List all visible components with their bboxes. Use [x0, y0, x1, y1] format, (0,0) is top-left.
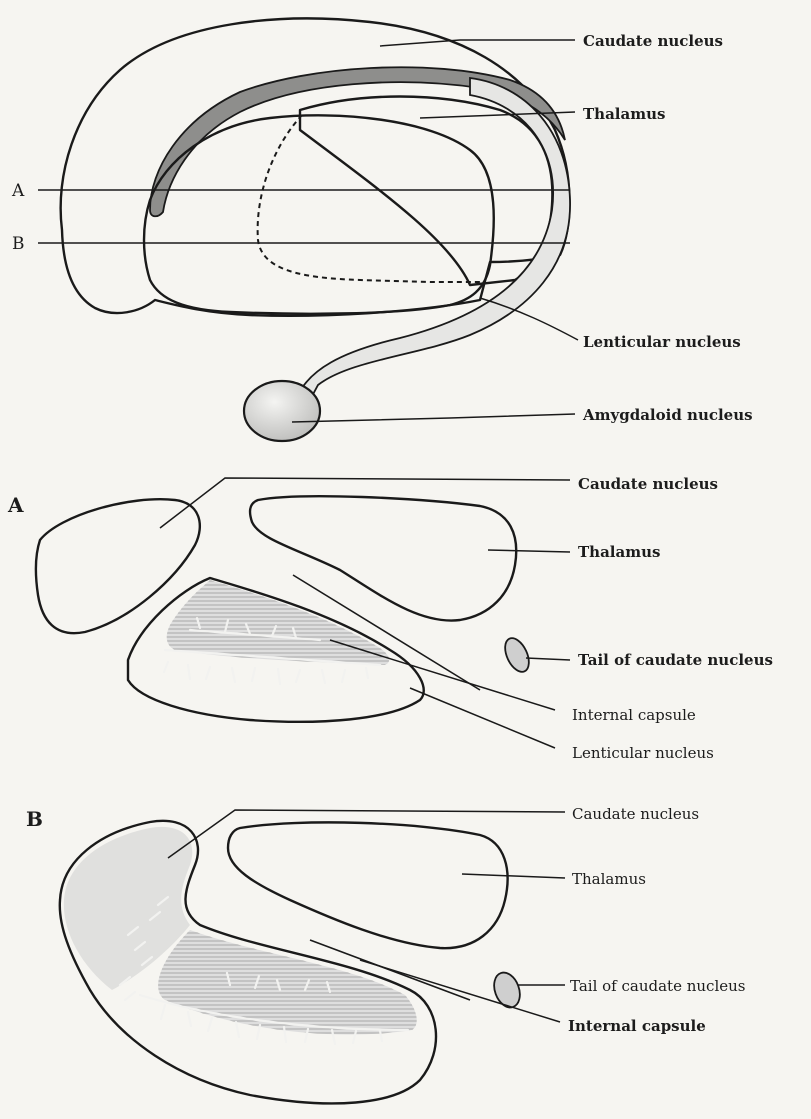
- a-tail-label: Tail of caudate nucleus: [578, 651, 773, 669]
- amygdaloid-shape: [244, 381, 320, 441]
- caudate-body-shape: [61, 18, 570, 315]
- leader-top-amygdaloid: [292, 414, 575, 422]
- section-marker-b: B: [12, 234, 25, 254]
- top-amygdaloid-label: Amygdaloid nucleus: [582, 406, 753, 424]
- section-a-caudate: [36, 499, 200, 633]
- section-b: B Caudate nucleus Thalamus Tail of cauda…: [26, 805, 745, 1103]
- top-lenticular-label: Lenticular nucleus: [583, 333, 741, 351]
- b-tail-label: Tail of caudate nucleus: [570, 977, 745, 995]
- section-marker-a: A: [11, 181, 25, 201]
- a-internal-capsule-label: Internal capsule: [572, 706, 696, 724]
- leader-top-caudate: [380, 40, 575, 46]
- section-b-title: B: [26, 807, 43, 831]
- top-figure: A B Caudate nucleus Thalamus Lenticular …: [11, 18, 753, 441]
- leader-a-tail: [526, 658, 570, 660]
- section-a: A Caudate nucleus Thalamus Tail of cauda…: [7, 475, 773, 762]
- a-caudate-label: Caudate nucleus: [578, 475, 718, 493]
- a-thalamus-label: Thalamus: [578, 543, 660, 561]
- leader-a-thalamus: [488, 550, 570, 552]
- leader-a-caudate: [160, 478, 570, 528]
- section-b-tail: [490, 969, 525, 1011]
- leader-a-lenticular: [410, 688, 555, 748]
- section-a-lenticular: [128, 578, 424, 722]
- a-lenticular-label: Lenticular nucleus: [572, 744, 714, 762]
- b-thalamus-label: Thalamus: [572, 870, 646, 888]
- leader-b-thalamus: [462, 874, 565, 878]
- section-b-lentiform-upper: [158, 930, 417, 1035]
- lenticular-dashed-outline: [258, 115, 480, 282]
- section-a-title: A: [7, 493, 24, 517]
- top-caudate-label: Caudate nucleus: [583, 32, 723, 50]
- b-caudate-label: Caudate nucleus: [572, 805, 699, 823]
- section-b-thalamus: [228, 822, 508, 948]
- section-a-tail: [500, 634, 533, 675]
- b-internal-capsule-label: Internal capsule: [568, 1017, 706, 1035]
- top-thalamus-label: Thalamus: [583, 105, 665, 123]
- section-a-thalamus: [250, 496, 516, 620]
